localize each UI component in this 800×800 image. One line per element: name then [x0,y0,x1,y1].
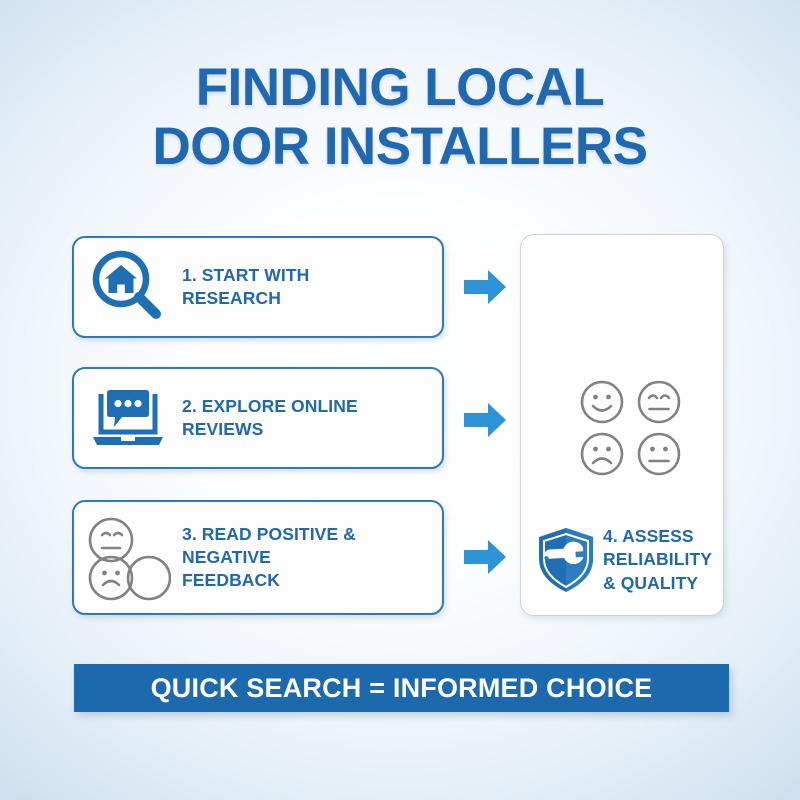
step-3-label-line-1: 3. READ POSITIVE & [182,523,356,544]
shield-wrench-icon [529,525,603,595]
step-card-2-label: 2. EXPLORE ONLINE REVIEWS [182,395,358,441]
emoji-happy-face[interactable] [578,379,625,425]
page-title: FINDING LOCAL DOOR INSTALLERS [0,58,800,177]
step-card-4-label: 4. ASSESS RELIABILITY & QUALITY [603,525,712,594]
step-card-3[interactable]: 3. READ POSITIVE & NEGATIVE FEEDBACK [72,500,444,615]
step-2-label-line-1: 2. EXPLORE ONLINE [182,395,358,416]
step-card-1[interactable]: 1. START WITH RESEARCH [72,236,444,338]
step-3-label-line-2: NEGATIVE [182,546,271,567]
arrow-right-icon-3 [462,537,508,577]
step-card-3-label: 3. READ POSITIVE & NEGATIVE FEEDBACK [182,523,356,592]
emoji-neutral-face[interactable] [635,431,682,477]
emoji-sad-face[interactable] [578,431,625,477]
step-3-label-line-3: FEEDBACK [182,570,281,591]
magnifier-house-icon [74,247,182,327]
page-title-line-2: DOOR INSTALLERS [152,117,648,177]
arrow-right-icon-1 [462,267,508,307]
step-card-2[interactable]: 2. EXPLORE ONLINE REVIEWS [72,367,444,469]
arrow-right-icon-2 [462,400,508,440]
step-card-4[interactable]: 4. ASSESS RELIABILITY & QUALITY [529,525,717,595]
assessment-panel[interactable]: 4. ASSESS RELIABILITY & QUALITY [520,234,724,616]
feedback-faces-icon [74,515,182,601]
page-title-line-1: FINDING LOCAL [195,58,605,117]
bottom-banner-text: QUICK SEARCH = INFORMED CHOICE [150,672,653,703]
step-2-label-line-2: REVIEWS [182,419,264,439]
step-4-label-line-1: 4. ASSESS [603,526,694,547]
bottom-banner: QUICK SEARCH = INFORMED CHOICE [74,664,729,712]
emoji-rating-grid [578,379,682,477]
step-4-label-line-2: RELIABILITY [603,549,713,570]
step-card-1-label: 1. START WITH RESEARCH [182,264,309,310]
step-1-label-line-1: 1. START WITH [182,264,310,285]
emoji-content-face[interactable] [635,379,682,425]
laptop-chat-icon [74,382,182,454]
step-4-label-line-3: & QUALITY [603,572,699,593]
step-1-label-line-2: RESEARCH [182,288,282,308]
